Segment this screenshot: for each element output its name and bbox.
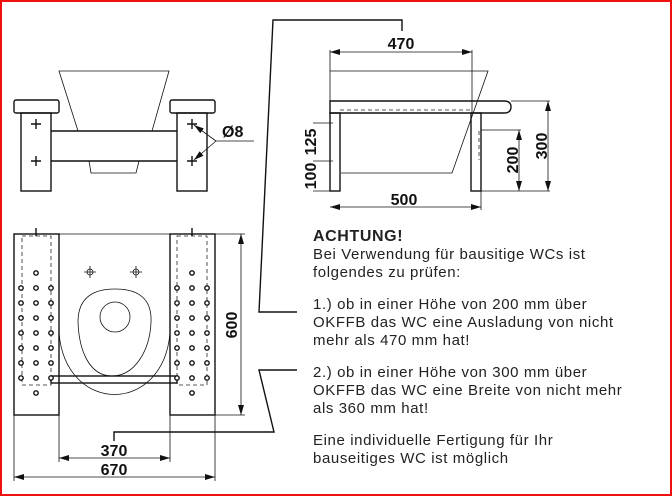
mounting-hole <box>189 345 195 351</box>
fixing-crosshairs <box>84 266 142 278</box>
note-line: folgendes zu prüfen: <box>313 264 461 281</box>
mounting-hole <box>189 285 195 291</box>
mounting-hole <box>204 375 210 381</box>
dim-470: 470 <box>388 36 415 53</box>
mounting-hole <box>204 315 210 321</box>
front-view: Ø8 <box>13 70 254 192</box>
note-line: als 360 mm hat! <box>313 400 429 417</box>
left-post <box>20 112 52 192</box>
dim-670: 670 <box>101 462 128 479</box>
mounting-hole <box>174 360 180 366</box>
mounting-hole <box>204 360 210 366</box>
note-line: OKFFB das WC eine Ausladung von nicht <box>313 314 614 331</box>
right-post <box>176 112 208 192</box>
note-line: mehr als 470 mm hat! <box>313 332 470 349</box>
mounting-hole <box>48 300 54 306</box>
cross-bar <box>50 375 178 384</box>
mounting-hole <box>33 375 39 381</box>
mounting-hole <box>48 330 54 336</box>
mounting-hole <box>174 345 180 351</box>
dim-600: 600 <box>224 312 241 339</box>
mounting-hole <box>33 270 39 276</box>
mounting-hole <box>48 315 54 321</box>
mounting-hole <box>18 315 24 321</box>
mounting-hole <box>33 360 39 366</box>
mounting-hole <box>33 390 39 396</box>
hole-marks <box>31 119 197 166</box>
left-panel <box>13 233 60 416</box>
seat-hole <box>99 301 131 333</box>
side-right-leg <box>470 112 482 192</box>
mounting-hole <box>204 345 210 351</box>
mounting-hole <box>18 285 24 291</box>
mounting-hole <box>174 300 180 306</box>
mounting-hole <box>33 345 39 351</box>
mounting-hole <box>189 270 195 276</box>
mounting-hole <box>48 285 54 291</box>
mounting-hole <box>48 360 54 366</box>
note-line: Eine individuelle Fertigung für Ihr <box>313 432 553 449</box>
mounting-hole <box>204 300 210 306</box>
mounting-hole <box>33 285 39 291</box>
bowl-outline <box>58 70 170 132</box>
dim-370: 370 <box>101 443 128 460</box>
seat-plate <box>329 100 512 114</box>
mounting-hole <box>48 345 54 351</box>
bowl-curve <box>58 332 171 395</box>
mounting-hole <box>33 330 39 336</box>
note-line: Bei Verwendung für bausitige WCs ist <box>313 246 586 263</box>
mounting-hole <box>33 300 39 306</box>
mounting-holes <box>18 270 210 396</box>
mounting-hole <box>174 330 180 336</box>
mounting-hole <box>18 300 24 306</box>
mounting-hole <box>18 330 24 336</box>
warning-note: ACHTUNG! Bei Verwendung für bausitige WC… <box>313 228 622 467</box>
hole-diameter-label: Ø8 <box>222 124 243 141</box>
note-line: 1.) ob in einer Höhe von 200 mm über <box>313 296 587 313</box>
mounting-hole <box>204 330 210 336</box>
dim-300: 300 <box>534 133 551 160</box>
mounting-hole <box>48 375 54 381</box>
left-cap <box>13 99 60 114</box>
mounting-hole <box>189 375 195 381</box>
mounting-hole <box>33 315 39 321</box>
mounting-hole <box>189 315 195 321</box>
note-title: ACHTUNG! <box>313 228 403 245</box>
bowl-bottom <box>88 160 140 174</box>
note-line: bauseitiges WC ist möglich <box>313 450 509 467</box>
mounting-hole <box>189 300 195 306</box>
mounting-hole <box>174 285 180 291</box>
dim-200: 200 <box>505 147 522 174</box>
mounting-hole <box>189 330 195 336</box>
mounting-hole <box>174 315 180 321</box>
mounting-hole <box>189 390 195 396</box>
note-line: OKFFB das WC eine Breite von nicht mehr <box>313 382 622 399</box>
mounting-hole <box>189 360 195 366</box>
dim-125: 125 <box>303 129 320 156</box>
leader-lines <box>113 19 403 441</box>
plan-view: 600 370 670 <box>13 228 245 481</box>
dim-100: 100 <box>303 163 320 190</box>
right-cap <box>169 99 216 114</box>
mounting-hole <box>174 375 180 381</box>
mounting-hole <box>18 375 24 381</box>
mounting-hole <box>204 285 210 291</box>
mounting-hole <box>18 345 24 351</box>
mounting-hole <box>18 360 24 366</box>
dim-500: 500 <box>391 192 418 209</box>
side-left-leg <box>329 112 341 192</box>
note-line: 2.) ob in einer Höhe von 300 mm über <box>313 364 587 381</box>
side-view: 470 125 100 500 200 300 <box>303 36 551 210</box>
